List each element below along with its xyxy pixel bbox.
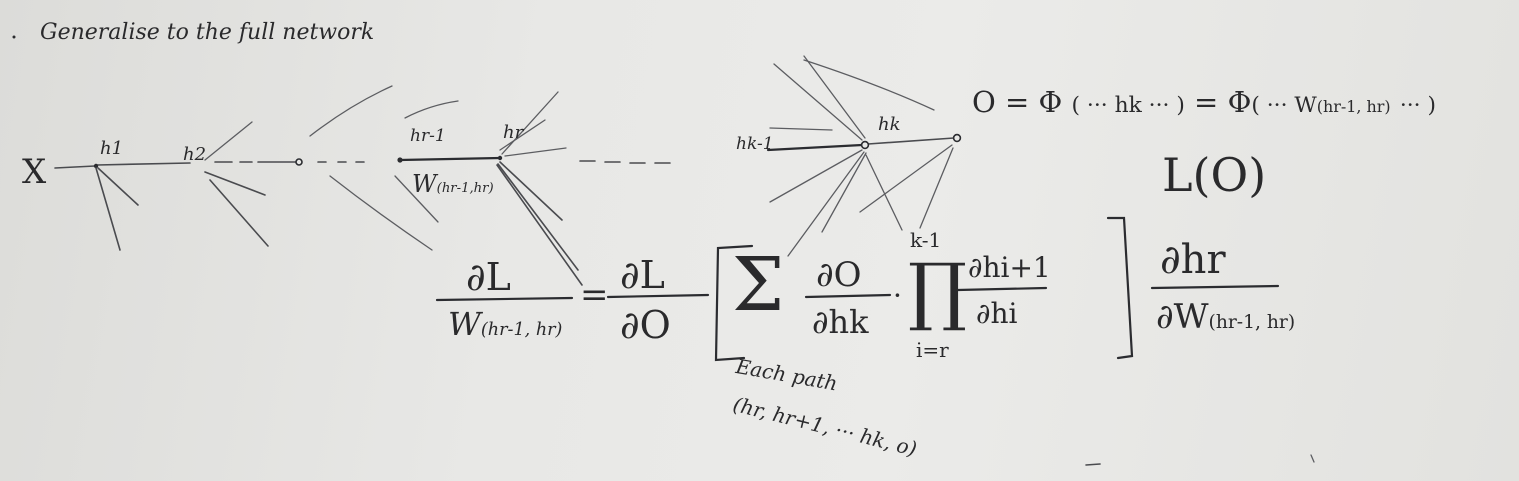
dL-numerator: ∂L — [620, 253, 665, 297]
last-numerator: ∂hr — [1160, 237, 1226, 283]
multiply-dot: · — [893, 279, 902, 312]
equals-sign: = — [580, 275, 609, 315]
node-label-hr: hr — [503, 122, 524, 143]
phi-symbol-2: Φ — [1227, 85, 1252, 119]
lhs-numerator: ∂L — [466, 255, 511, 299]
phi-args-1: ( ··· hk ··· ) — [1071, 93, 1185, 118]
lhs-den-sub: (hr-1, hr) — [480, 320, 563, 340]
product-upper-limit: k-1 — [910, 228, 942, 252]
node-label-hk-1: hk-1 — [736, 134, 774, 154]
loss-label: L(O) — [1162, 148, 1267, 202]
heading: Generalise to the full network — [40, 20, 375, 45]
sum-symbol: Σ — [732, 242, 785, 328]
product-numerator: ∂hi+1 — [968, 251, 1051, 284]
output-equation: O = Φ ( ··· hk ··· ) = Φ( ··· W(hr-1, hr… — [972, 88, 1436, 117]
output-equals-2: = — [1194, 85, 1219, 119]
chain-edges — [54, 137, 955, 169]
last-den-main: ∂W — [1156, 297, 1209, 337]
sum-numerator: ∂O — [816, 255, 862, 295]
left-bracket — [714, 244, 754, 362]
chain-nodes — [93, 133, 962, 169]
phi-symbol: Φ — [1038, 85, 1063, 119]
weight-label-sub: (hr-1,hr) — [436, 181, 494, 196]
input-node-label: X — [22, 152, 47, 192]
last-denominator: ∂W(hr-1, hr) — [1156, 300, 1295, 334]
node-label-h1: h1 — [100, 138, 124, 159]
fraction-bars — [435, 284, 1280, 302]
sum-denominator: ∂hk — [812, 303, 869, 341]
stray-mark — [1310, 454, 1315, 463]
product-denominator: ∂hi — [976, 297, 1018, 330]
stray-mark — [1085, 463, 1101, 466]
node-label-h2: h2 — [183, 144, 207, 165]
weight-label-main: W — [412, 170, 437, 198]
phi-args-2-pre: ( ··· W — [1251, 93, 1317, 118]
weight-label: W(hr-1,hr) — [412, 172, 494, 196]
branch-strokes — [95, 55, 954, 286]
heading-bullet — [12, 35, 16, 39]
last-den-sub: (hr-1, hr) — [1208, 312, 1296, 333]
right-bracket — [1106, 216, 1134, 360]
product-lower-limit: i=r — [916, 338, 949, 362]
lhs-denominator: W(hr-1, hr) — [448, 308, 562, 340]
node-label-hr-1: hr-1 — [410, 126, 446, 146]
phi-args-2-sub: (hr-1, hr) — [1316, 97, 1391, 116]
lhs-den-main: W — [448, 305, 481, 343]
node-label-hk: hk — [878, 114, 901, 135]
product-symbol: ∏ — [908, 248, 967, 334]
dO-denominator: ∂O — [620, 303, 671, 347]
output-o-equals: O = — [972, 85, 1030, 119]
phi-args-2-post: ··· ) — [1399, 93, 1436, 118]
